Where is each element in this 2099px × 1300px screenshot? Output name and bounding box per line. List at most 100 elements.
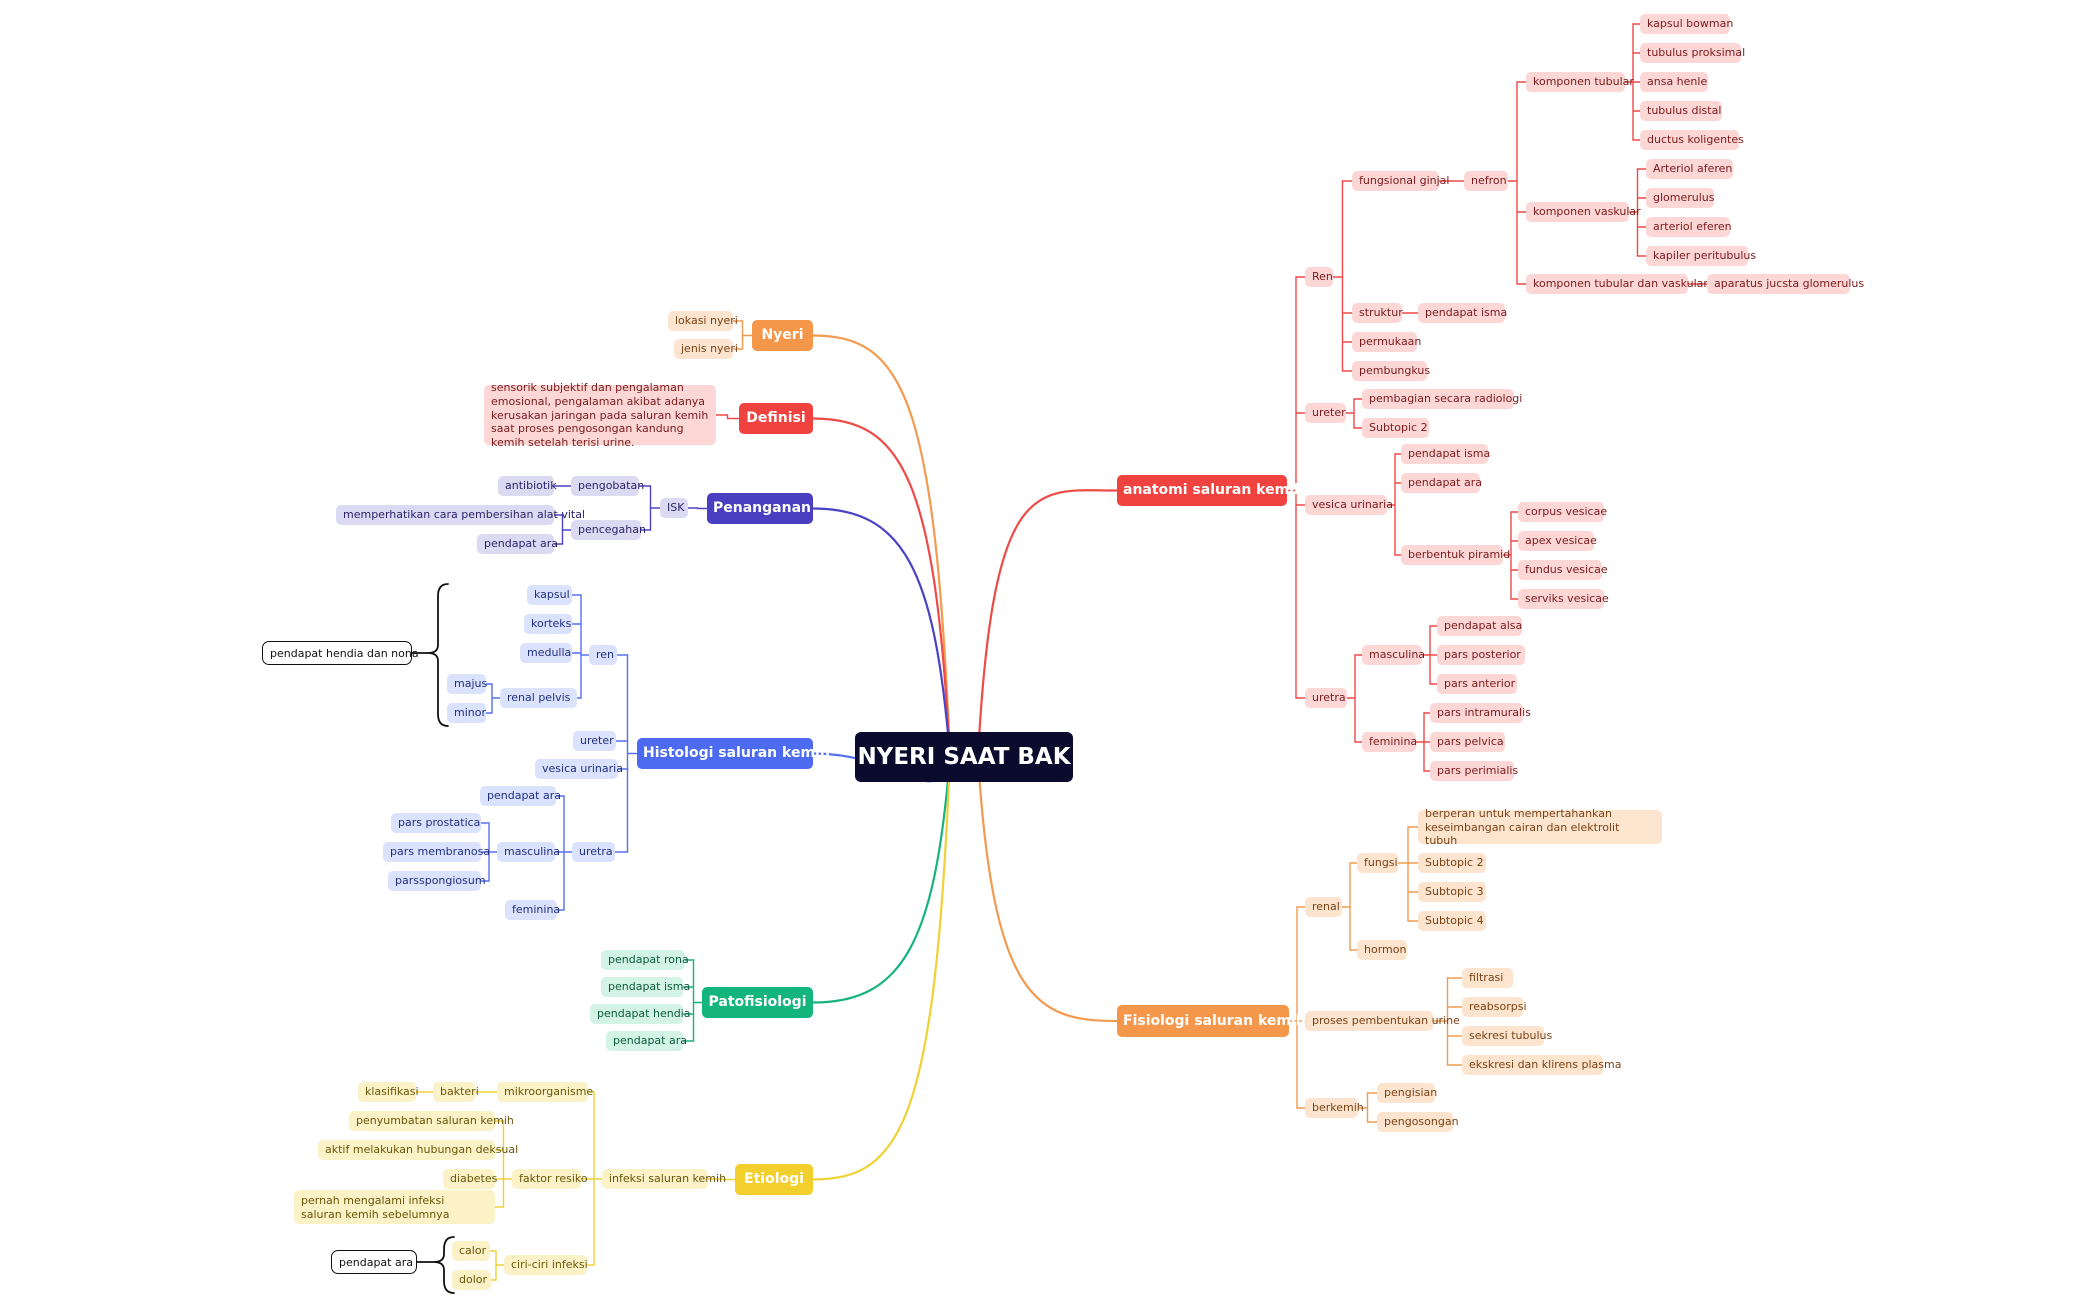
anatomi-saluran-kemih-topic[interactable]: anatomi saluran kemih: [1117, 475, 1304, 506]
antibiotik-node[interactable]: antibiotik: [498, 476, 557, 496]
subtopic-2-node[interactable]: Subtopic 2: [1418, 853, 1486, 873]
corpus-vesicae-node[interactable]: corpus vesicae: [1518, 502, 1607, 522]
ansa-henle-node[interactable]: ansa henle: [1640, 72, 1708, 92]
pars-perimialis-node[interactable]: pars perimialis: [1430, 761, 1518, 781]
isk-node[interactable]: ISK: [660, 498, 688, 518]
definisi-topic[interactable]: Definisi: [739, 403, 813, 434]
kapsul-bowman-node[interactable]: kapsul bowman: [1640, 14, 1733, 34]
renal-node[interactable]: renal: [1305, 897, 1342, 917]
aparatus-jucsta-glomerulus-node[interactable]: aparatus jucsta glomerulus: [1707, 274, 1864, 294]
ureter-node[interactable]: ureter: [573, 731, 616, 751]
jenis-nyeri-node[interactable]: jenis nyeri: [674, 339, 738, 359]
histologi-saluran-kemih-topic[interactable]: Histologi saluran kemih: [637, 738, 830, 769]
pendapat-ara-node[interactable]: pendapat ara: [606, 1031, 687, 1051]
fundus-vesicae-node[interactable]: fundus vesicae: [1518, 560, 1608, 580]
subtopic-2-node[interactable]: Subtopic 2: [1362, 418, 1429, 438]
pengisian-node[interactable]: pengisian: [1377, 1083, 1437, 1103]
nyeri-topic[interactable]: Nyeri: [752, 320, 813, 351]
vesica-urinaria-node[interactable]: vesica urinaria: [535, 759, 623, 779]
pembagian-secara-radiologi-node[interactable]: pembagian secara radiologi: [1362, 389, 1522, 409]
masculina-node[interactable]: masculina: [1362, 645, 1425, 665]
central-topic[interactable]: NYERI SAAT BAK: [855, 732, 1073, 782]
minor-node[interactable]: minor: [447, 703, 486, 723]
faktor-resiko-node[interactable]: faktor resiko: [512, 1169, 588, 1189]
uretra-node[interactable]: uretra: [1305, 688, 1347, 708]
ureter-node[interactable]: ureter: [1305, 403, 1346, 423]
patofisiologi-topic[interactable]: Patofisiologi: [702, 987, 813, 1018]
vesica-urinaria-node[interactable]: vesica urinaria: [1305, 495, 1393, 515]
klasifikasi-node[interactable]: klasifikasi: [358, 1082, 419, 1102]
hormon-node[interactable]: hormon: [1357, 940, 1407, 960]
kapiler-peritubulus-node[interactable]: kapiler peritubulus: [1646, 246, 1756, 266]
pendapat-alsa-node[interactable]: pendapat alsa: [1437, 616, 1522, 636]
pembungkus-node[interactable]: pembungkus: [1352, 361, 1430, 381]
pars-intramuralis-node[interactable]: pars intramuralis: [1430, 703, 1531, 723]
fisiologi-saluran-kemih-topic[interactable]: Fisiologi saluran kemih: [1117, 1005, 1306, 1037]
korteks-node[interactable]: korteks: [524, 614, 572, 634]
pendapat-isma-node[interactable]: pendapat isma: [1418, 303, 1507, 323]
dolor-node[interactable]: dolor: [452, 1270, 491, 1290]
pengosongan-node[interactable]: pengosongan: [1377, 1112, 1459, 1132]
arteriol-eferen-node[interactable]: arteriol eferen: [1646, 217, 1732, 237]
pendapat-rona-node[interactable]: pendapat rona: [601, 950, 689, 970]
majus-node[interactable]: majus: [447, 674, 487, 694]
pars-anterior-node[interactable]: pars anterior: [1437, 674, 1517, 694]
berbentuk-piramid-node[interactable]: berbentuk piramid: [1401, 545, 1510, 565]
medulla-node[interactable]: medulla: [520, 643, 572, 663]
renal-pelvis-node[interactable]: renal pelvis: [500, 688, 577, 708]
tubulus-distal-node[interactable]: tubulus distal: [1640, 101, 1722, 121]
berkemih-node[interactable]: berkemih: [1305, 1098, 1364, 1118]
pendapat-ara-node[interactable]: pendapat ara: [477, 534, 558, 554]
pencegahan-node[interactable]: pencegahan: [571, 520, 646, 540]
sekresi-tubulus-node[interactable]: sekresi tubulus: [1462, 1026, 1552, 1046]
fungsional-ginjal-node[interactable]: fungsional ginjal: [1352, 171, 1449, 191]
pendapat-ara-summary-box[interactable]: pendapat ara: [331, 1250, 417, 1274]
serviks-vesicae-node[interactable]: serviks vesicae: [1518, 589, 1609, 609]
mikroorganisme-node[interactable]: mikroorganisme: [497, 1082, 593, 1102]
berperan-untuk-mempertahankan-keseimbangan-cairan-dan-elektrolit-tubuh-node[interactable]: berperan untuk mempertahankan keseimbang…: [1418, 807, 1662, 847]
pendapat-isma-node[interactable]: pendapat isma: [601, 977, 690, 997]
etiologi-topic[interactable]: Etiologi: [735, 1164, 813, 1195]
apex-vesicae-node[interactable]: apex vesicae: [1518, 531, 1597, 551]
kapsul-node[interactable]: kapsul: [527, 585, 572, 605]
aktif-melakukan-hubungan-deksual-node[interactable]: aktif melakukan hubungan deksual: [318, 1140, 518, 1160]
penyumbatan-saluran-kemih-node[interactable]: penyumbatan saluran kemih: [349, 1111, 514, 1131]
glomerulus-node[interactable]: glomerulus: [1646, 188, 1715, 208]
parsspongiosum-node[interactable]: parsspongiosum: [388, 871, 486, 891]
subtopic-3-node[interactable]: Subtopic 3: [1418, 882, 1486, 902]
arteriol-aferen-node[interactable]: Arteriol aferen: [1646, 159, 1733, 179]
pars-pelvica-node[interactable]: pars pelvica: [1430, 732, 1505, 752]
feminina-node[interactable]: feminina: [1362, 732, 1417, 752]
bakteri-node[interactable]: bakteri: [433, 1082, 479, 1102]
filtrasi-node[interactable]: filtrasi: [1462, 968, 1513, 988]
komponen-vaskular-node[interactable]: komponen vaskular: [1526, 202, 1641, 222]
feminina-node[interactable]: feminina: [505, 900, 560, 920]
memperhatikan-cara-pembersihan-alat-vital-node[interactable]: memperhatikan cara pembersihan alat vita…: [336, 505, 585, 525]
komponen-tubular-node[interactable]: komponen tubular: [1526, 72, 1634, 92]
pars-prostatica-node[interactable]: pars prostatica: [391, 813, 481, 833]
pars-posterior-node[interactable]: pars posterior: [1437, 645, 1525, 665]
calor-node[interactable]: calor: [452, 1241, 490, 1261]
ren-node[interactable]: ren: [589, 645, 617, 665]
pendapat-ara-node[interactable]: pendapat ara: [1401, 473, 1482, 493]
ekskresi-dan-klirens-plasma-node[interactable]: ekskresi dan klirens plasma: [1462, 1055, 1621, 1075]
pars-membranosa-node[interactable]: pars membranosa: [383, 842, 490, 862]
penanganan-topic[interactable]: Penanganan: [707, 493, 813, 524]
proses-pembentukan-urine-node[interactable]: proses pembentukan urine: [1305, 1011, 1460, 1031]
sensorik-subjektif-dan-pengalaman-emosional-pengalaman-akibat-adanya-kerusakan-jaringan-pada-saluran-kemih-saat-proses-pengosongan-kandung-kemih-setelah-terisi-urine-node[interactable]: sensorik subjektif dan pengalaman emosio…: [484, 381, 716, 449]
nefron-node[interactable]: nefron: [1464, 171, 1508, 191]
uretra-node[interactable]: uretra: [572, 842, 615, 862]
reabsorpsi-node[interactable]: reabsorpsi: [1462, 997, 1527, 1017]
pengobatan-node[interactable]: pengobatan: [571, 476, 644, 496]
pendapat-isma-node[interactable]: pendapat isma: [1401, 444, 1490, 464]
masculina-node[interactable]: masculina: [497, 842, 560, 862]
pendapat-hendia-dan-nona-summary-box[interactable]: pendapat hendia dan nona: [262, 641, 419, 665]
tubulus-proksimal-node[interactable]: tubulus proksimal: [1640, 43, 1745, 63]
infeksi-saluran-kemih-node[interactable]: infeksi saluran kemih: [602, 1169, 726, 1189]
pendapat-ara-node[interactable]: pendapat ara: [480, 786, 561, 806]
pendapat-hendia-node[interactable]: pendapat hendia: [590, 1004, 690, 1024]
ductus-koligentes-node[interactable]: ductus koligentes: [1640, 130, 1744, 150]
lokasi-nyeri-node[interactable]: lokasi nyeri: [668, 311, 738, 331]
ciri-ciri-infeksi-node[interactable]: ciri-ciri infeksi: [504, 1255, 588, 1275]
struktur-node[interactable]: struktur: [1352, 303, 1403, 323]
